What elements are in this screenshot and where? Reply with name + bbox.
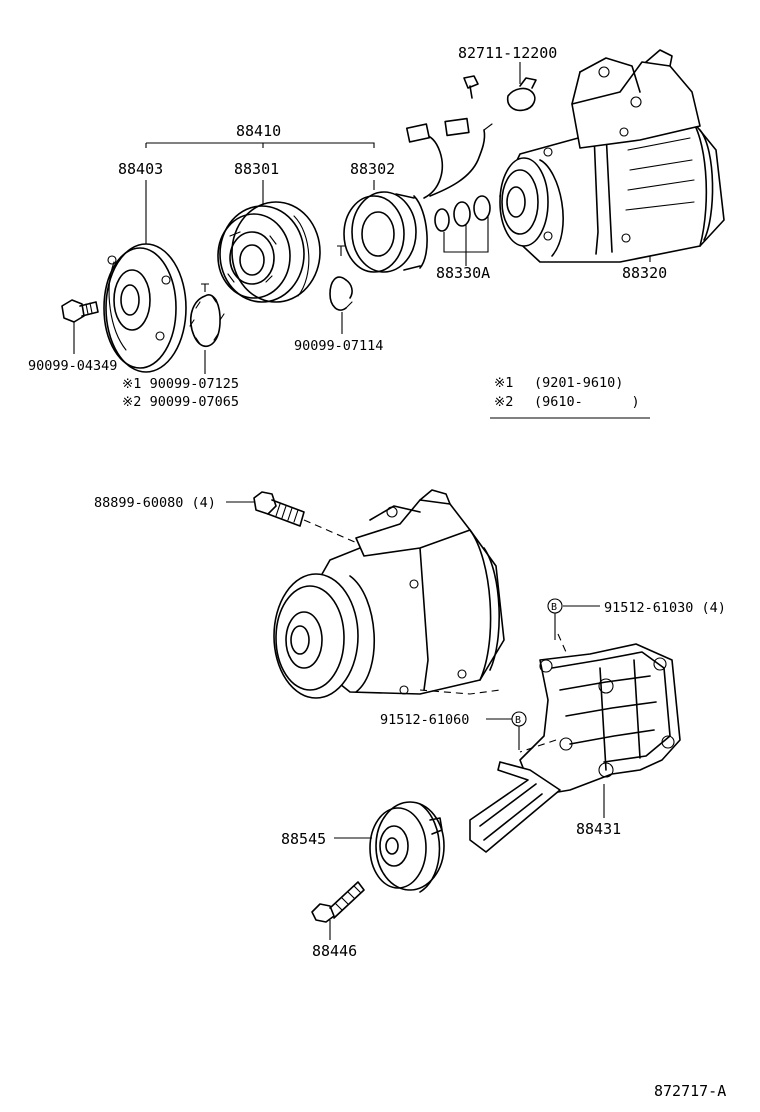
label-90099-07114: 90099-07114: [294, 338, 383, 354]
legend-range-2: (9610- ): [534, 394, 640, 410]
legend-range-1: (9201-9610): [534, 375, 623, 391]
idler-pulley-88545: [369, 801, 445, 893]
label-88302: 88302: [350, 160, 395, 178]
diagram-id: 872717-A: [654, 1082, 726, 1100]
callout-b-upper-letter: B: [551, 602, 557, 613]
label-88431: 88431: [576, 820, 621, 838]
bolt-90099-04349: [61, 299, 99, 323]
label-88899-60080: 88899-60080 (4): [94, 495, 216, 511]
pressure-plate-88403: [103, 243, 187, 373]
label-91512-61030: 91512-61030 (4): [604, 600, 726, 616]
shim-ring: [189, 294, 225, 348]
legend-mark-1: ※1: [494, 375, 513, 391]
bolt-88446: [311, 881, 365, 923]
callout-b-lower-letter: B: [515, 715, 521, 726]
compressor-88320: [499, 49, 725, 263]
stator-88302: [343, 117, 493, 273]
pulley-88301: [217, 201, 321, 303]
label-88410: 88410: [236, 122, 281, 140]
bracket-88431: [469, 633, 681, 853]
callout-b-upper: B: [547, 598, 563, 614]
bolt-88899-60080: [253, 491, 365, 547]
label-91512-61060: 91512-61060: [380, 712, 469, 728]
snap-ring-90099-07114: [329, 276, 353, 311]
callout-b-lower: B: [511, 711, 527, 727]
label-82711-12200: 82711-12200: [458, 44, 557, 62]
label-note2-part: ※2 90099-07065: [122, 394, 239, 410]
o-rings-88330A: [434, 195, 491, 232]
compressor-lower: [273, 489, 505, 699]
label-88330A: 88330A: [436, 264, 490, 282]
label-90099-04349: 90099-04349: [28, 358, 117, 374]
label-88301: 88301: [234, 160, 279, 178]
legend-mark-2: ※2: [494, 394, 513, 410]
label-88545: 88545: [281, 830, 326, 848]
label-note1-part: ※1 90099-07125: [122, 376, 239, 392]
clamp-82711-12200: [463, 75, 537, 112]
label-88320: 88320: [622, 264, 667, 282]
label-88446: 88446: [312, 942, 357, 960]
label-88403: 88403: [118, 160, 163, 178]
